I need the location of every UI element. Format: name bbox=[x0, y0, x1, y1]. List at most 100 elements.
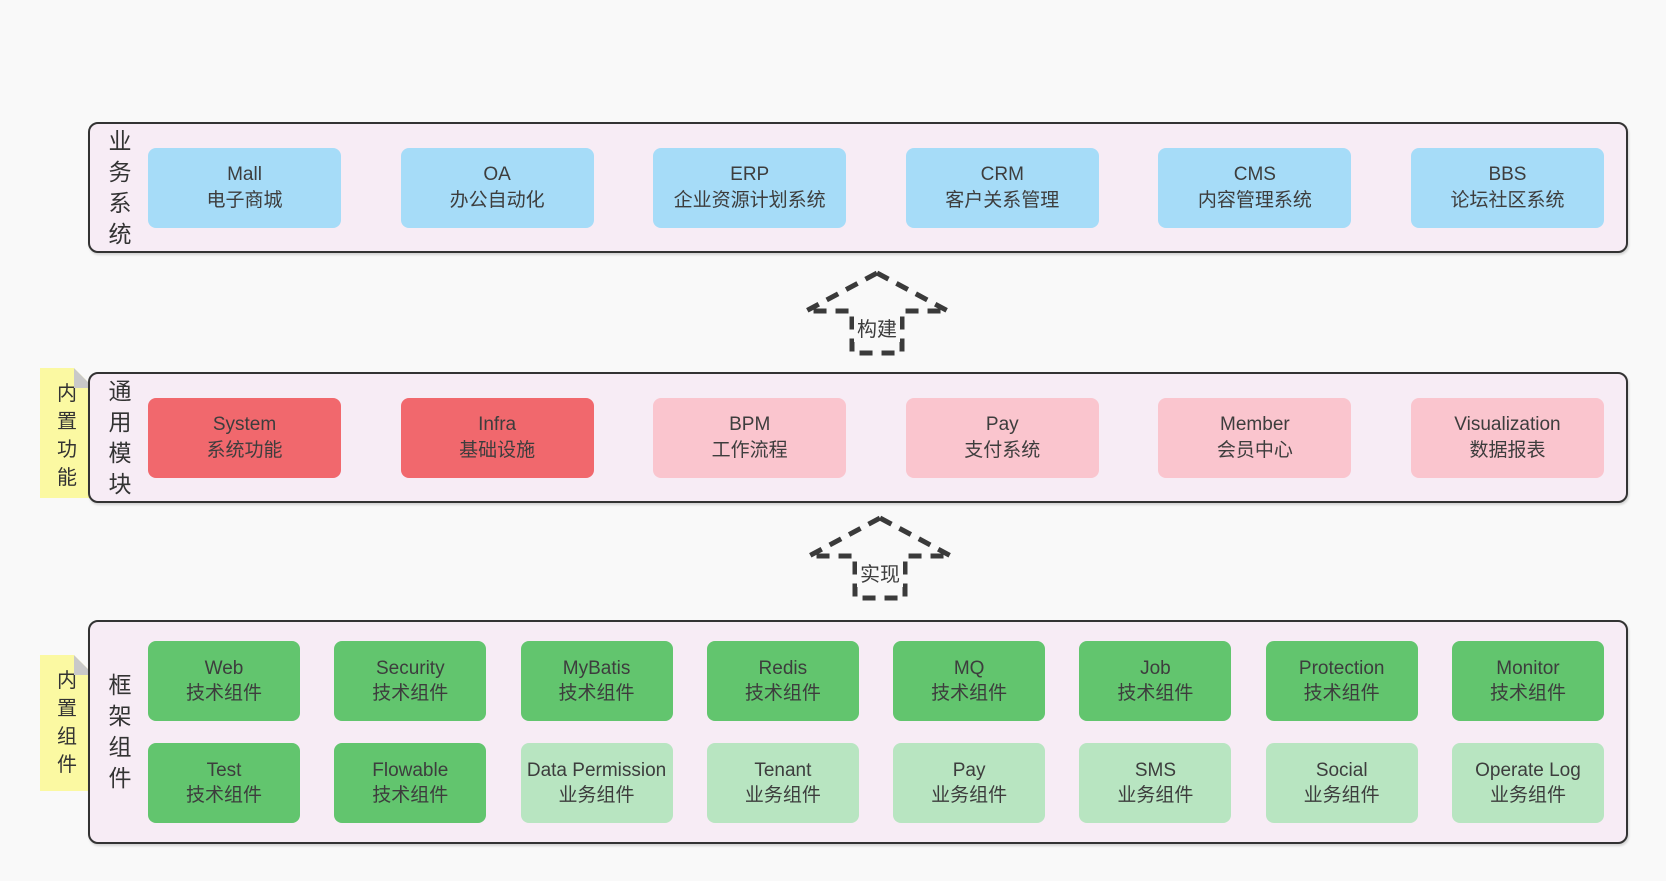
box-title: System bbox=[212, 413, 277, 435]
box-operate-log: Operate Log 业务组件 bbox=[1451, 743, 1604, 823]
common-modules-boxes: System 系统功能 Infra 基础设施 BPM 工作流程 Pay 支付系统… bbox=[148, 397, 1604, 478]
box-subtitle: 技术组件 bbox=[558, 683, 635, 704]
box-subtitle: 技术组件 bbox=[1489, 683, 1566, 704]
box-title: ERP bbox=[730, 163, 770, 185]
arrow-implement-label: 实现 bbox=[857, 558, 903, 587]
box-erp: ERP 企业资源计划系统 bbox=[653, 147, 847, 228]
box-subtitle: 办公自动化 bbox=[449, 189, 545, 211]
box-subtitle: 技术组件 bbox=[1303, 683, 1380, 704]
framework-components-row-2: Test 技术组件 Flowable 技术组件 Data Permission … bbox=[148, 743, 1604, 823]
box-title: Pay bbox=[985, 413, 1019, 435]
box-subtitle: 基础设施 bbox=[459, 439, 536, 461]
box-title: MQ bbox=[953, 658, 985, 679]
box-flowable: Flowable 技术组件 bbox=[334, 743, 487, 823]
box-member: Member 会员中心 bbox=[1158, 397, 1352, 478]
box-title: Flowable bbox=[372, 760, 449, 781]
box-title: Mall bbox=[227, 163, 262, 185]
box-title: SMS bbox=[1134, 760, 1176, 781]
box-system: System 系统功能 bbox=[148, 397, 341, 478]
box-title: Pay bbox=[952, 760, 986, 781]
box-subtitle: 系统功能 bbox=[206, 439, 283, 461]
arrow-implement: 实现 bbox=[805, 514, 955, 602]
box-job: Job 技术组件 bbox=[1079, 641, 1232, 721]
box-subtitle: 支付系统 bbox=[964, 439, 1041, 461]
box-tenant: Tenant 业务组件 bbox=[706, 743, 859, 823]
box-title: Tenant bbox=[754, 760, 812, 781]
box-subtitle: 技术组件 bbox=[185, 785, 262, 806]
sticky-built-in-components: 内置组件 bbox=[40, 655, 94, 791]
box-protection: Protection 技术组件 bbox=[1265, 641, 1418, 721]
box-mq: MQ 技术组件 bbox=[893, 641, 1046, 721]
framework-components-row-1: Web 技术组件 Security 技术组件 MyBatis 技术组件 Redi… bbox=[148, 641, 1604, 721]
box-pay-system: Pay 支付系统 bbox=[905, 397, 1099, 478]
box-title: CRM bbox=[980, 163, 1024, 185]
box-title: CMS bbox=[1233, 163, 1276, 185]
band-framework-components-label: 框架组件 bbox=[108, 672, 132, 791]
box-web: Web 技术组件 bbox=[148, 641, 300, 721]
box-cms: CMS 内容管理系统 bbox=[1158, 147, 1352, 228]
box-title: Member bbox=[1220, 413, 1290, 435]
box-mybatis: MyBatis 技术组件 bbox=[520, 641, 673, 721]
up-arrow-icon bbox=[804, 270, 950, 356]
business-systems-boxes: Mall 电子商城 OA 办公自动化 ERP 企业资源计划系统 CRM 客户关系… bbox=[148, 147, 1604, 228]
box-title: MyBatis bbox=[562, 658, 631, 679]
box-subtitle: 业务组件 bbox=[1117, 785, 1194, 806]
box-crm: CRM 客户关系管理 bbox=[905, 147, 1099, 228]
box-subtitle: 技术组件 bbox=[1117, 683, 1194, 704]
box-subtitle: 客户关系管理 bbox=[945, 189, 1060, 211]
band-business-systems-label: 业务系统 bbox=[108, 127, 132, 247]
box-title: Test bbox=[206, 760, 242, 781]
box-infra: Infra 基础设施 bbox=[400, 397, 594, 478]
box-visualization: Visualization 数据报表 bbox=[1410, 397, 1604, 478]
box-subtitle: 技术组件 bbox=[744, 683, 821, 704]
up-arrow-icon bbox=[807, 515, 953, 601]
box-test: Test 技术组件 bbox=[148, 743, 300, 823]
box-subtitle: 数据报表 bbox=[1469, 439, 1546, 461]
box-subtitle: 技术组件 bbox=[185, 683, 262, 704]
box-social: Social 业务组件 bbox=[1265, 743, 1418, 823]
band-common-modules-label: 通用模块 bbox=[108, 377, 132, 497]
band-framework-components: 框架组件 Web 技术组件 Security 技术组件 MyBatis 技术组件… bbox=[88, 620, 1628, 844]
box-subtitle: 技术组件 bbox=[372, 683, 449, 704]
box-data-permission: Data Permission 业务组件 bbox=[520, 743, 673, 823]
box-title: Web bbox=[204, 658, 244, 679]
box-subtitle: 企业资源计划系统 bbox=[673, 189, 826, 211]
band-common-modules: 通用模块 System 系统功能 Infra 基础设施 BPM 工作流程 Pay… bbox=[88, 372, 1628, 503]
box-security: Security 技术组件 bbox=[334, 641, 487, 721]
box-subtitle: 业务组件 bbox=[931, 785, 1008, 806]
box-monitor: Monitor 技术组件 bbox=[1451, 641, 1604, 721]
box-sms: SMS 业务组件 bbox=[1079, 743, 1232, 823]
box-subtitle: 业务组件 bbox=[558, 785, 635, 806]
box-title: Redis bbox=[758, 658, 808, 679]
box-title: Security bbox=[375, 658, 445, 679]
band-business-systems: 业务系统 Mall 电子商城 OA 办公自动化 ERP 企业资源计划系统 CRM… bbox=[88, 122, 1628, 253]
box-subtitle: 技术组件 bbox=[372, 785, 449, 806]
box-subtitle: 技术组件 bbox=[931, 683, 1008, 704]
box-subtitle: 工作流程 bbox=[711, 439, 788, 461]
box-title: OA bbox=[483, 163, 511, 185]
box-subtitle: 电子商城 bbox=[206, 189, 283, 211]
box-oa: OA 办公自动化 bbox=[400, 147, 594, 228]
box-subtitle: 业务组件 bbox=[744, 785, 821, 806]
box-title: Operate Log bbox=[1475, 760, 1581, 781]
sticky-built-in-features: 内置功能 bbox=[40, 368, 94, 498]
box-mall: Mall 电子商城 bbox=[148, 147, 341, 228]
box-title: Infra bbox=[478, 413, 517, 435]
framework-components-rows: Web 技术组件 Security 技术组件 MyBatis 技术组件 Redi… bbox=[148, 641, 1604, 823]
box-title: BBS bbox=[1488, 163, 1527, 185]
box-bbs: BBS 论坛社区系统 bbox=[1410, 147, 1604, 228]
box-subtitle: 业务组件 bbox=[1303, 785, 1380, 806]
box-title: Visualization bbox=[1454, 413, 1561, 435]
box-title: BPM bbox=[729, 413, 771, 435]
box-subtitle: 业务组件 bbox=[1489, 785, 1566, 806]
box-subtitle: 会员中心 bbox=[1216, 439, 1293, 461]
arrow-build-label: 构建 bbox=[854, 313, 900, 342]
box-title: Protection bbox=[1298, 658, 1385, 679]
box-bpm: BPM 工作流程 bbox=[653, 397, 847, 478]
box-pay-component: Pay 业务组件 bbox=[893, 743, 1046, 823]
box-subtitle: 论坛社区系统 bbox=[1450, 189, 1565, 211]
box-title: Job bbox=[1140, 658, 1171, 679]
sticky-built-in-components-label: 内置组件 bbox=[57, 670, 77, 776]
box-title: Social bbox=[1315, 760, 1368, 781]
